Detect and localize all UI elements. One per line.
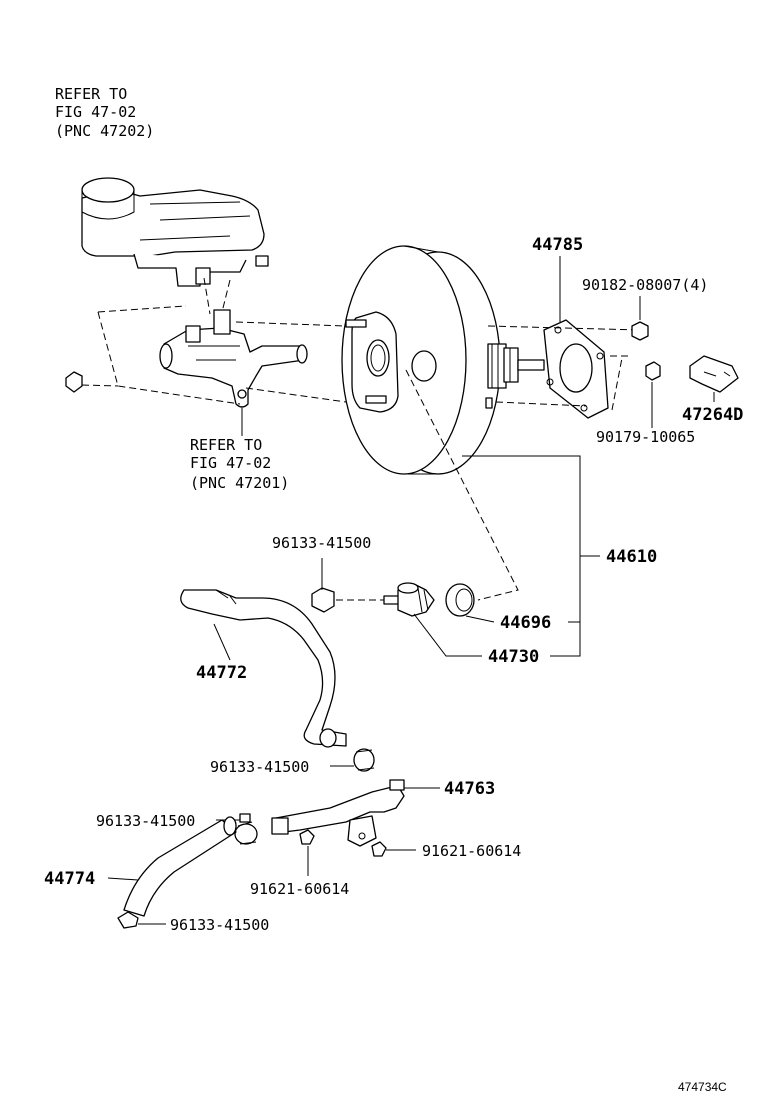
reference-note-reservoir: REFER TO FIG 47-02 (PNC 47202) [55, 85, 154, 140]
part-number-47264d: 47264D [682, 405, 743, 425]
reference-line-1: REFER TO [55, 85, 127, 103]
hose-clamp [234, 813, 258, 845]
master-cylinder-reservoir [81, 177, 269, 287]
part-number-90179-10065: 90179-10065 [596, 428, 695, 446]
part-number-96133-41500: 96133-41500 [272, 534, 371, 552]
part-number-44785: 44785 [532, 235, 583, 255]
part-number-44772: 44772 [196, 663, 247, 683]
part-number-44610: 44610 [606, 547, 657, 567]
nut-icon [65, 371, 83, 393]
assembly-bracket [462, 455, 600, 657]
vacuum-pipe-44763 [271, 779, 405, 847]
bolt-icon [299, 829, 315, 845]
figure-code: 474734C [678, 1080, 727, 1094]
master-cylinder [159, 309, 308, 408]
vacuum-hose-44772 [180, 589, 347, 748]
reference-line-2: FIG 47-02 [190, 454, 271, 472]
reference-line-2: FIG 47-02 [55, 103, 136, 121]
hose-clamp [353, 748, 375, 772]
part-number-44730: 44730 [488, 647, 539, 667]
part-number-90182-08007: 90182-08007(4) [582, 276, 708, 294]
reference-line-1: REFER TO [190, 436, 262, 454]
nut-icon [645, 361, 661, 381]
mount-dash-outline [97, 305, 241, 405]
reference-line-3: (PNC 47201) [190, 474, 289, 492]
valve-dash-link [405, 369, 519, 601]
reference-line-3: (PNC 47202) [55, 122, 154, 140]
part-number-91621-60614: 91621-60614 [422, 842, 521, 860]
bolt-icon [371, 841, 387, 857]
brake-booster [341, 245, 545, 475]
clamp-icon [311, 587, 335, 613]
hose-clamp [117, 911, 139, 929]
part-number-96133-41500: 96133-41500 [96, 812, 195, 830]
reservoir-dash-link [203, 277, 231, 315]
nut-icon [631, 321, 649, 341]
part-number-91621-60614: 91621-60614 [250, 880, 349, 898]
cylinder-dash-link [81, 321, 347, 403]
part-number-44763: 44763 [444, 779, 495, 799]
part-number-44774: 44774 [44, 869, 95, 889]
vacuum-hose-44774 [123, 816, 237, 917]
gasket-dash-links [487, 325, 641, 411]
part-number-96133-41500: 96133-41500 [210, 758, 309, 776]
reference-note-cylinder: REFER TO FIG 47-02 (PNC 47201) [190, 436, 289, 492]
check-valve [383, 582, 435, 617]
part-number-96133-41500: 96133-41500 [170, 916, 269, 934]
clip-icon [689, 355, 739, 393]
booster-gasket [543, 319, 609, 419]
grommet [445, 583, 475, 617]
part-number-44696: 44696 [500, 613, 551, 633]
